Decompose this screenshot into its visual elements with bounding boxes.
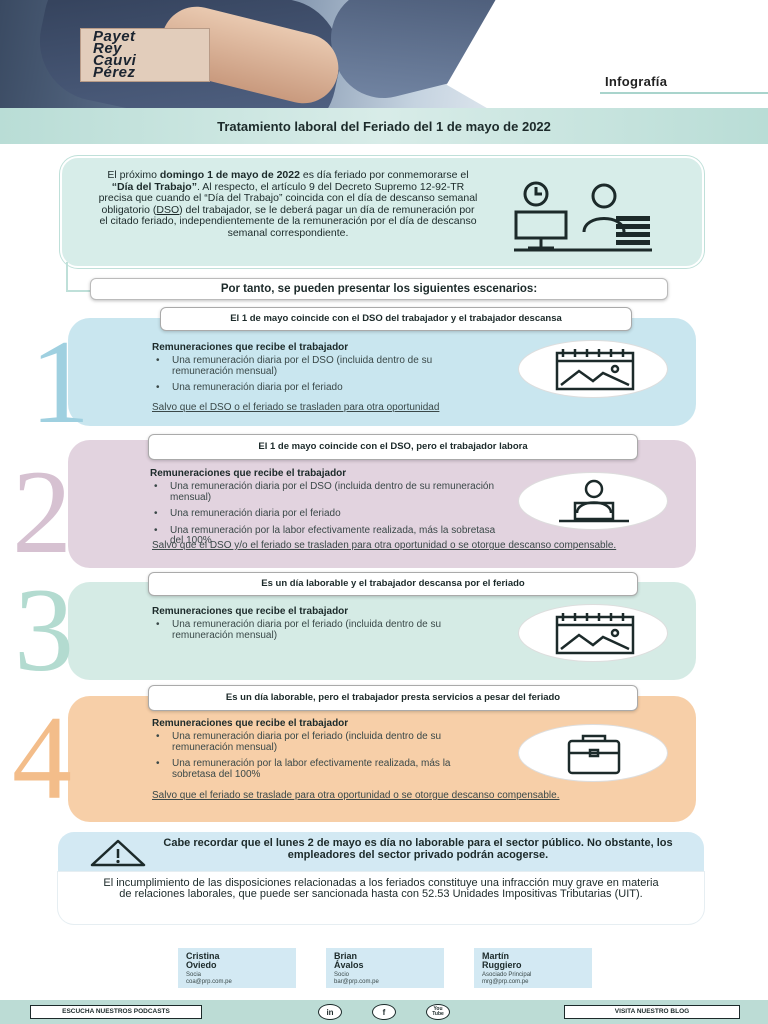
- contact-role: Socio: [334, 972, 350, 978]
- contact-first-name: Martín: [482, 951, 509, 961]
- contact-first-name: Cristina: [186, 951, 220, 961]
- contact-role: Socia: [186, 972, 202, 978]
- scenario-list: Una remuneración diaria por el DSO (incl…: [152, 355, 482, 400]
- calendar-landscape-icon: [555, 613, 635, 655]
- scenario-heading: Remuneraciones que recibe el trabajador: [152, 342, 349, 353]
- list-item: Una remuneración diaria por el DSO (incl…: [150, 481, 500, 503]
- scenario-list: Una remuneración diaria por el feriado (…: [152, 619, 482, 647]
- scenario-number: 1: [30, 315, 90, 448]
- briefcase-icon: [567, 734, 621, 775]
- podcasts-button[interactable]: ESCUCHA NUESTROS PODCASTS: [30, 1005, 202, 1019]
- section-label: Infografía: [605, 74, 668, 89]
- contact-last-name: Ruggiero: [482, 960, 522, 970]
- worker-laptop-icon: [559, 479, 629, 523]
- linkedin-icon[interactable]: in: [318, 1004, 342, 1020]
- scenario-title: El 1 de mayo coincide con el DSO del tra…: [160, 307, 632, 331]
- contact-card[interactable]: Martín Ruggiero Asociado Principal mrg@p…: [474, 948, 592, 988]
- scenario-list: Una remuneración diaria por el feriado (…: [152, 731, 472, 786]
- contact-first-name: Brian: [334, 951, 358, 961]
- scenario-icon-frame: [518, 472, 668, 530]
- scenario-number: 2: [12, 445, 72, 578]
- list-item: Una remuneración diaria por el feriado (…: [152, 619, 482, 641]
- contact-card[interactable]: Brian Ávalos Socio bar@prp.com.pe: [326, 948, 444, 988]
- scenario-note[interactable]: Salvo que el feriado se traslade para ot…: [152, 790, 560, 801]
- scenario-list: Una remuneración diaria por el DSO (incl…: [150, 481, 500, 553]
- contact-email[interactable]: coa@prp.com.pe: [186, 979, 232, 985]
- list-item: Una remuneración diaria por el DSO (incl…: [152, 355, 482, 377]
- scenario-note[interactable]: Salvo que el DSO y/o el feriado se trasl…: [152, 540, 617, 551]
- scenario-icon-frame: [518, 604, 668, 662]
- intro-text: El próximo domingo 1 de mayo de 2022 es …: [98, 169, 478, 239]
- intro-box: El próximo domingo 1 de mayo de 2022 es …: [60, 156, 704, 268]
- clock-worker-desk-icon: [514, 181, 652, 252]
- scenario-heading: Remuneraciones que recibe el trabajador: [152, 606, 349, 617]
- list-item: Una remuneración diaria por el feriado: [150, 508, 500, 520]
- page-title-bar: Tratamiento laboral del Feriado del 1 de…: [0, 108, 768, 144]
- footer-bar: ESCUCHA NUESTROS PODCASTS in f You Tube …: [0, 1000, 768, 1024]
- scenario-heading: Remuneraciones que recibe el trabajador: [150, 468, 347, 479]
- scenario-heading: Remuneraciones que recibe el trabajador: [152, 718, 349, 729]
- scenarios-lead: Por tanto, se pueden presentar los sigui…: [90, 278, 668, 300]
- alert-headline: Cabe recordar que el lunes 2 de mayo es …: [163, 837, 673, 861]
- warning-icon: [90, 839, 146, 867]
- scenario-card-3: Remuneraciones que recibe el trabajador …: [68, 582, 696, 680]
- facebook-icon[interactable]: f: [372, 1004, 396, 1020]
- scenario-number: 3: [14, 563, 74, 696]
- blog-button[interactable]: VISITA NUESTRO BLOG: [564, 1005, 740, 1019]
- list-item: Una remuneración por la labor efectivame…: [150, 525, 500, 547]
- contact-last-name: Ávalos: [334, 960, 364, 970]
- header-banner: Payet Rey Cauvi Pérez Infografía: [0, 0, 768, 108]
- list-item: Una remuneración diaria por el feriado (…: [152, 731, 472, 753]
- calendar-landscape-icon: [555, 349, 635, 391]
- page-title: Tratamiento laboral del Feriado del 1 de…: [217, 118, 551, 134]
- youtube-icon[interactable]: You Tube: [426, 1004, 450, 1020]
- scenario-card-4: Remuneraciones que recibe el trabajador …: [68, 696, 696, 822]
- section-divider: [600, 92, 768, 94]
- contact-email[interactable]: mrg@prp.com.pe: [482, 979, 529, 985]
- scenario-icon-frame: [518, 724, 668, 782]
- alert-banner: Cabe recordar que el lunes 2 de mayo es …: [58, 832, 704, 872]
- list-item: Una remuneración diaria por el feriado: [152, 382, 482, 394]
- scenario-title: Es un día laborable y el trabajador desc…: [148, 572, 638, 596]
- contact-card[interactable]: Cristina Oviedo Socia coa@prp.com.pe: [178, 948, 296, 988]
- contact-email[interactable]: bar@prp.com.pe: [334, 979, 379, 985]
- firm-logo[interactable]: Payet Rey Cauvi Pérez: [80, 28, 210, 82]
- scenario-title: Es un día laborable, pero el trabajador …: [148, 685, 638, 711]
- scenario-card-1: Remuneraciones que recibe el trabajador …: [68, 318, 696, 426]
- scenario-title: El 1 de mayo coincide con el DSO, pero e…: [148, 434, 638, 460]
- alert-body-text: El incumplimiento de las disposiciones r…: [103, 877, 659, 900]
- contact-last-name: Oviedo: [186, 960, 217, 970]
- scenario-icon-frame: [518, 340, 668, 398]
- scenario-card-2: Remuneraciones que recibe el trabajador …: [68, 440, 696, 568]
- contacts-section: Cristina Oviedo Socia coa@prp.com.pe Bri…: [0, 936, 768, 1000]
- alert-body: El incumplimiento de las disposiciones r…: [58, 872, 704, 924]
- scenario-number: 4: [12, 691, 72, 824]
- scenario-note[interactable]: Salvo que el DSO o el feriado se traslad…: [152, 402, 440, 413]
- contact-role: Asociado Principal: [482, 972, 532, 978]
- list-item: Una remuneración por la labor efectivame…: [152, 758, 472, 780]
